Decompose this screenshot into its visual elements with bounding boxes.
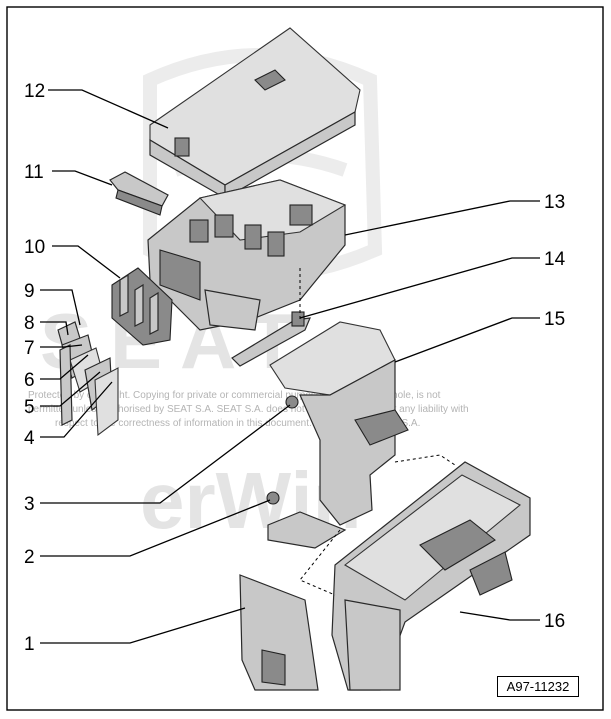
leader-line-5 xyxy=(40,371,101,407)
leader-line-3 xyxy=(40,404,291,504)
callout-15: 15 xyxy=(544,309,565,330)
part-fuse-block xyxy=(111,267,173,346)
callout-3: 3 xyxy=(24,494,35,515)
leader-line-9 xyxy=(40,289,81,326)
leader-line-7 xyxy=(40,344,83,348)
callout-leaders xyxy=(40,89,540,644)
callout-numbers: 12 11 10 9 8 7 6 5 4 3 2 1 13 14 15 16 xyxy=(24,81,566,655)
leader-line-2 xyxy=(40,499,271,557)
part-relay-strip xyxy=(109,171,169,216)
leader-line-4 xyxy=(40,381,113,438)
leader-line-16 xyxy=(459,611,540,621)
leader-line-14 xyxy=(299,257,540,319)
callout-10: 10 xyxy=(24,237,45,258)
callout-11: 11 xyxy=(24,162,44,183)
callout-13: 13 xyxy=(544,192,565,213)
callout-4: 4 xyxy=(24,428,35,449)
callout-12: 12 xyxy=(24,81,45,102)
leader-line-6 xyxy=(40,354,89,380)
callout-8: 8 xyxy=(24,313,35,334)
callout-2: 2 xyxy=(24,547,35,568)
assembly-lines xyxy=(299,268,456,596)
copyright-line: Protected by copyright. Copying for priv… xyxy=(28,390,441,401)
callout-5: 5 xyxy=(24,397,35,418)
leader-line-8 xyxy=(40,321,69,336)
callout-14: 14 xyxy=(544,249,566,270)
part-cover xyxy=(149,27,361,200)
part-bracket xyxy=(231,311,311,367)
leader-line-10 xyxy=(52,245,121,279)
leader-line-11 xyxy=(52,170,113,186)
copyright-notice: Protected by copyright. Copying for priv… xyxy=(28,390,469,429)
leader-line-13 xyxy=(344,200,540,236)
part-fuse-carrier xyxy=(147,179,347,331)
callout-16: 16 xyxy=(544,611,565,632)
copyright-line: permitted unless authorised by SEAT S.A.… xyxy=(28,404,469,415)
leader-line-1 xyxy=(40,607,246,644)
callout-9: 9 xyxy=(24,281,35,302)
part-cover-plate xyxy=(239,574,319,691)
part-lower-housing xyxy=(331,461,531,691)
part-holder xyxy=(267,321,409,549)
copyright-line: respect to the correctness of informatio… xyxy=(55,418,420,429)
leader-line-15 xyxy=(394,317,540,363)
callout-1: 1 xyxy=(24,634,35,655)
figure-frame xyxy=(6,6,604,711)
callout-7: 7 xyxy=(24,338,35,359)
figure-reference-code: A97-11232 xyxy=(497,676,579,697)
callout-6: 6 xyxy=(24,370,35,391)
part-clips xyxy=(57,321,119,437)
leader-line-12 xyxy=(48,89,169,129)
